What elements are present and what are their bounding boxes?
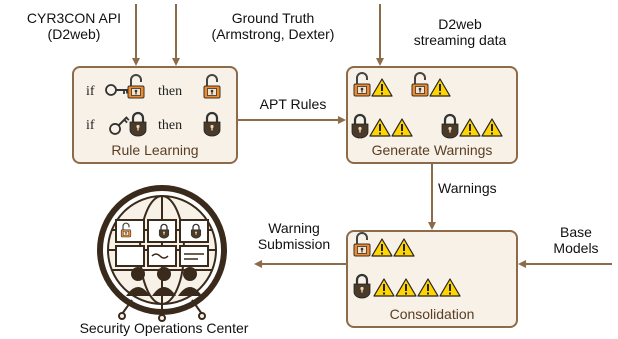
warning-triangle-icon bbox=[373, 278, 395, 297]
key-icon bbox=[106, 112, 132, 138]
warning-submission-line1: Warning bbox=[268, 220, 320, 236]
warning-triangle-icon bbox=[393, 238, 415, 257]
warning-triangle-icon bbox=[395, 278, 417, 297]
closed-padlock-icon bbox=[350, 113, 370, 140]
rule-learning-title: Rule Learning bbox=[111, 142, 199, 158]
d2web-line1: D2web bbox=[438, 16, 482, 32]
warning-triangle-icon bbox=[371, 238, 393, 257]
if-word-1: if bbox=[86, 84, 95, 99]
apt-rules-label: APT Rules bbox=[259, 96, 327, 112]
warning-triangle-icon bbox=[369, 118, 391, 137]
consolidation-box: Consolidation bbox=[346, 230, 518, 328]
open-padlock-icon bbox=[353, 72, 371, 97]
warning-triangle-icon bbox=[417, 278, 439, 297]
consolidation-title: Consolidation bbox=[389, 306, 475, 322]
closed-padlock-icon bbox=[128, 111, 148, 138]
operators-icon bbox=[126, 267, 202, 296]
generate-warnings-title: Generate Warnings bbox=[371, 142, 493, 158]
circuit-icon bbox=[118, 299, 206, 322]
warning-submission-line2: Submission bbox=[257, 236, 331, 252]
ground-truth-label: Ground Truth (Armstrong, Dexter) bbox=[178, 10, 368, 42]
base-models-line2: Models bbox=[553, 240, 599, 256]
warning-triangle-icon bbox=[459, 118, 481, 137]
warning-submission-label: Warning Submission bbox=[244, 220, 344, 252]
closed-padlock-icon bbox=[440, 113, 460, 140]
warning-triangle-icon bbox=[371, 78, 393, 97]
d2web-line2: streaming data bbox=[413, 32, 507, 48]
warning-triangle-icon bbox=[429, 78, 451, 97]
monitor-icon bbox=[115, 219, 209, 267]
warning-triangle-icon bbox=[481, 118, 503, 137]
open-padlock-icon bbox=[127, 74, 145, 99]
closed-padlock-icon bbox=[202, 111, 222, 138]
cyr3con-api-label: CYR3CON API (D2web) bbox=[4, 10, 144, 42]
generate-warnings-box: Generate Warnings bbox=[346, 66, 518, 164]
ground-truth-line2: (Armstrong, Dexter) bbox=[211, 26, 335, 42]
warning-triangle-icon bbox=[439, 278, 461, 297]
rule-learning-box: if then if then Rule Learning bbox=[72, 66, 238, 164]
ground-truth-line1: Ground Truth bbox=[231, 10, 315, 26]
cyr3con-api-line2: (D2web) bbox=[47, 26, 101, 42]
if-word-2: if bbox=[86, 118, 95, 133]
key-icon bbox=[105, 84, 129, 96]
warnings-label: Warnings bbox=[438, 180, 497, 196]
open-padlock-icon bbox=[411, 72, 429, 97]
soc-label: Security Operations Center bbox=[79, 320, 249, 336]
soc-globe-icon bbox=[97, 185, 227, 322]
open-padlock-icon bbox=[353, 232, 371, 257]
then-word-1: then bbox=[158, 84, 183, 99]
warning-triangle-icon bbox=[391, 118, 413, 137]
base-models-label: Base Models bbox=[536, 224, 616, 256]
then-word-2: then bbox=[158, 118, 183, 133]
closed-padlock-icon bbox=[352, 273, 372, 300]
open-padlock-icon bbox=[203, 74, 221, 99]
base-models-line1: Base bbox=[560, 224, 592, 240]
d2web-streaming-label: D2web streaming data bbox=[380, 16, 540, 48]
cyr3con-api-line1: CYR3CON API bbox=[26, 10, 122, 26]
